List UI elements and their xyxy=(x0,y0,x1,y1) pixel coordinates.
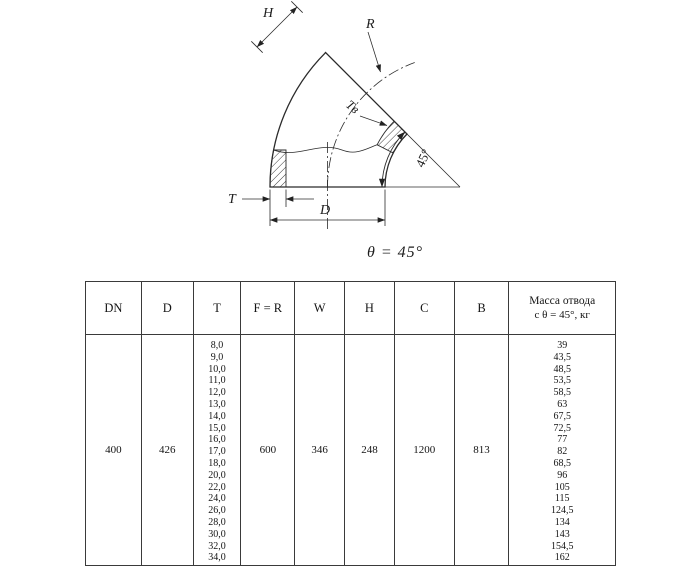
drawing-caption: θ = 45° xyxy=(366,244,424,261)
table-cell-value: 26,0 xyxy=(208,505,226,517)
table-cell-value: 14,0 xyxy=(208,410,226,422)
table-cell-value: 82 xyxy=(557,446,568,458)
column-f-r: F = R 600 xyxy=(240,282,295,565)
elbow-drawing: 45° R H Tв T D xyxy=(0,0,700,278)
table-cell-value: 48,5 xyxy=(553,363,571,375)
table-cell-value: 28,0 xyxy=(208,516,226,528)
cell-b: 813 xyxy=(473,444,490,456)
column-h: H 248 xyxy=(344,282,394,565)
h-label: H xyxy=(262,6,274,21)
column-header-h: H xyxy=(345,282,394,335)
table-cell-value: 134 xyxy=(554,516,570,528)
column-header-b: B xyxy=(454,282,509,335)
column-header-mass-line1: Масса отвода xyxy=(529,295,596,307)
h-dimension-line xyxy=(256,6,298,48)
table-cell-value: 13,0 xyxy=(208,398,226,410)
column-w: W 346 xyxy=(294,282,345,565)
table-cell-value: 72,5 xyxy=(553,422,571,434)
table-cell-value: 77 xyxy=(557,434,568,446)
cell-c: 1200 xyxy=(413,444,436,456)
section-break-line xyxy=(273,144,378,153)
tv-leader-line xyxy=(359,115,388,126)
table-cell-value: 162 xyxy=(554,552,570,564)
table-cell-value: 9,0 xyxy=(210,351,224,363)
d-label: D xyxy=(319,203,330,218)
table-cell-value: 12,0 xyxy=(208,387,226,399)
table-cell-value: 43,5 xyxy=(553,351,571,363)
column-header-c: C xyxy=(394,282,454,335)
table-cell-value: 34,0 xyxy=(208,552,226,564)
table-cell-value: 24,0 xyxy=(208,493,226,505)
table-cell-value: 11,0 xyxy=(208,375,226,387)
bend-centerline-arc xyxy=(327,62,415,188)
column-header-mass-line2: с θ = 45°, кг xyxy=(534,309,590,321)
column-dn: DN 400 xyxy=(86,282,141,565)
table-cell-value: 18,0 xyxy=(208,457,226,469)
table-cell-value: 67,5 xyxy=(553,410,571,422)
column-header-mass: Масса отвода с θ = 45°, кг xyxy=(509,282,616,335)
column-header-d: D xyxy=(141,282,193,335)
h-extension-tick-2 xyxy=(291,1,303,13)
table-cell-value: 8,0 xyxy=(210,340,224,351)
cell-d: 426 xyxy=(158,444,176,456)
table-cell-value: 39 xyxy=(557,340,568,351)
column-d: D 426 xyxy=(140,282,193,565)
cell-w: 346 xyxy=(311,444,328,456)
column-header-f-r: F = R xyxy=(241,282,295,335)
radius-label: R xyxy=(365,17,375,32)
table-cell-value: 10,0 xyxy=(208,363,226,375)
table-cell-value: 143 xyxy=(554,528,570,540)
column-header-t: T xyxy=(193,282,241,335)
table-cell-value: 32,0 xyxy=(208,540,226,552)
table-cell-value: 154,5 xyxy=(550,540,574,552)
cell-f-r: 600 xyxy=(259,444,277,456)
table-cell-value: 53,5 xyxy=(553,375,571,387)
table-cell-value: 124,5 xyxy=(550,505,574,517)
cell-h: 248 xyxy=(361,444,378,456)
elbow-outline xyxy=(269,51,408,188)
tv-label: Tв xyxy=(343,97,363,117)
table-cell-value: 58,5 xyxy=(553,387,571,399)
table-cell-value: 15,0 xyxy=(208,422,226,434)
column-c: C 1200 xyxy=(393,282,454,565)
column-header-w: W xyxy=(295,282,345,335)
angle-label: 45° xyxy=(412,147,433,170)
angle-dimension-arc xyxy=(378,131,406,188)
h-extension-tick-1 xyxy=(251,41,263,53)
table-cell-value: 16,0 xyxy=(208,434,226,446)
t-label: T xyxy=(228,192,237,207)
table-cell-value: 30,0 xyxy=(208,528,226,540)
table-cell-value: 63 xyxy=(557,398,568,410)
table-cell-value: 68,5 xyxy=(553,457,571,469)
table-cell-value: 22,0 xyxy=(208,481,226,493)
cell-dn: 400 xyxy=(105,444,122,456)
table-cell-value: 17,0 xyxy=(208,446,226,458)
table-cell-value: 115 xyxy=(554,493,570,505)
radius-leader-line xyxy=(367,31,381,73)
column-header-dn: DN xyxy=(86,282,141,335)
table-cell-value: 105 xyxy=(554,481,570,493)
table-cell-value: 96 xyxy=(557,469,568,481)
wall-section-left-hatch xyxy=(269,149,287,188)
column-b: B 813 xyxy=(453,282,509,565)
angle-leg-inclined xyxy=(324,51,461,188)
elbow-drawing-svg: 45° R H Tв T D xyxy=(228,1,461,229)
table-cell-value: 20,0 xyxy=(208,469,226,481)
